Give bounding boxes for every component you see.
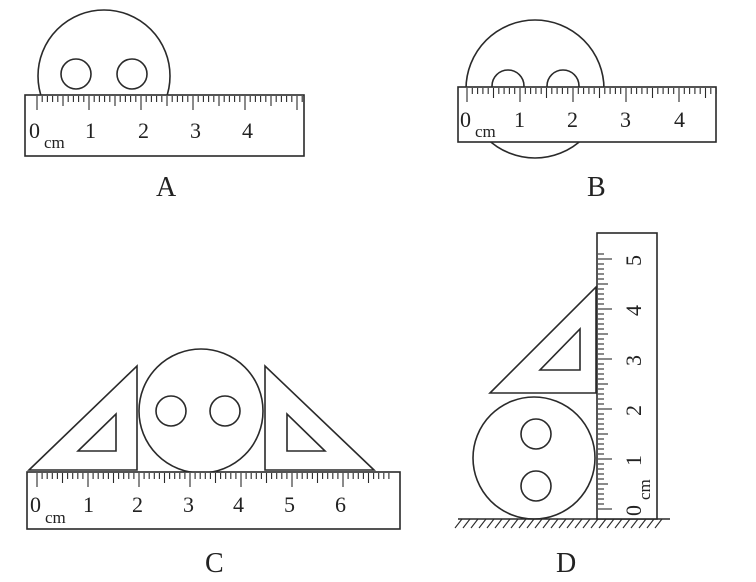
panel-a: 0 1 2 3 4 cm A bbox=[24, 9, 305, 203]
panel-a-num-3: 3 bbox=[190, 118, 201, 143]
panel-d-coin-hole-top bbox=[520, 418, 552, 450]
panel-a-num-1: 1 bbox=[85, 118, 96, 143]
panel-d-num-3: 3 bbox=[621, 355, 646, 366]
panel-a-num-2: 2 bbox=[138, 118, 149, 143]
hatch-line bbox=[526, 518, 535, 529]
panel-d-coin bbox=[472, 396, 596, 520]
panel-a-num-4: 4 bbox=[242, 118, 253, 143]
panel-a-coin-hole-left bbox=[60, 58, 92, 90]
panel-c-ruler-ticks bbox=[36, 473, 390, 487]
panel-c-label: C bbox=[205, 548, 224, 579]
panel-a-ruler-ticks bbox=[36, 96, 303, 110]
panel-b-num-2: 2 bbox=[567, 107, 578, 132]
panel-d-label: D bbox=[556, 548, 576, 579]
panel-b-unit: cm bbox=[475, 122, 496, 141]
panel-c-num-0: 0 bbox=[30, 492, 41, 517]
panel-d: 0 1 2 3 4 5 cm D bbox=[454, 232, 670, 579]
panel-c-coin bbox=[138, 348, 264, 474]
hatch-line bbox=[478, 518, 487, 529]
panel-c-num-4: 4 bbox=[233, 492, 244, 517]
panel-d-ground-hatching bbox=[454, 518, 663, 529]
panel-d-ruler-ticks bbox=[598, 253, 612, 510]
hatch-line bbox=[486, 518, 495, 529]
panel-d-num-1: 1 bbox=[621, 455, 646, 466]
hatch-line bbox=[470, 518, 479, 529]
hatch-line bbox=[614, 518, 623, 529]
panel-d-num-5: 5 bbox=[621, 255, 646, 266]
panel-c-num-3: 3 bbox=[183, 492, 194, 517]
hatch-line bbox=[454, 518, 463, 529]
hatch-line bbox=[502, 518, 511, 529]
panel-b-num-0: 0 bbox=[460, 107, 471, 132]
panel-d-numbers: 0 1 2 3 4 5 bbox=[621, 255, 646, 516]
hatch-line bbox=[590, 518, 599, 529]
panel-c-unit: cm bbox=[45, 508, 66, 527]
panel-b-ruler bbox=[457, 86, 717, 143]
hatch-line bbox=[582, 518, 591, 529]
hatch-line bbox=[566, 518, 575, 529]
panel-c-triangle-left bbox=[27, 364, 138, 471]
panel-a-unit: cm bbox=[44, 133, 65, 152]
panel-d-ruler bbox=[596, 232, 658, 520]
hatch-line bbox=[646, 518, 655, 529]
hatch-line bbox=[494, 518, 503, 529]
panel-b-num-3: 3 bbox=[620, 107, 631, 132]
hatch-line bbox=[630, 518, 639, 529]
panel-b-num-4: 4 bbox=[674, 107, 685, 132]
panel-c-ruler bbox=[26, 471, 401, 530]
panel-c-num-6: 6 bbox=[335, 492, 346, 517]
panel-d-unit: cm bbox=[635, 479, 654, 500]
panel-c-num-2: 2 bbox=[132, 492, 143, 517]
panel-c-triangle-left-cutout bbox=[76, 412, 117, 452]
hatch-line bbox=[598, 518, 607, 529]
panel-c-num-1: 1 bbox=[83, 492, 94, 517]
hatch-line bbox=[606, 518, 615, 529]
hatch-line bbox=[558, 518, 567, 529]
hatch-line bbox=[542, 518, 551, 529]
hatch-line bbox=[638, 518, 647, 529]
panel-c-triangle-right-cutout bbox=[286, 412, 327, 452]
hatch-line bbox=[510, 518, 519, 529]
panel-a-coin-hole-right bbox=[116, 58, 148, 90]
panel-d-triangle bbox=[488, 285, 597, 394]
panel-d-coin-hole-bottom bbox=[520, 470, 552, 502]
hatch-line bbox=[574, 518, 583, 529]
panel-b: 0 1 2 3 4 cm B bbox=[457, 19, 717, 203]
hatch-line bbox=[462, 518, 471, 529]
panel-d-num-0: 0 bbox=[621, 505, 646, 516]
panel-b-label: B bbox=[587, 172, 606, 203]
panel-d-num-4: 4 bbox=[621, 305, 646, 316]
hatch-line bbox=[550, 518, 559, 529]
panel-b-num-1: 1 bbox=[514, 107, 525, 132]
panel-c-triangle-right bbox=[264, 364, 376, 471]
panel-a-label: A bbox=[156, 172, 177, 203]
panel-d-num-2: 2 bbox=[621, 405, 646, 416]
panel-c-num-5: 5 bbox=[284, 492, 295, 517]
panel-a-ruler bbox=[24, 94, 305, 157]
panel-c-coin-hole-right bbox=[209, 395, 241, 427]
panel-d-triangle-cutout bbox=[538, 327, 581, 371]
hatch-line bbox=[654, 518, 663, 529]
panel-c-coin-hole-left bbox=[155, 395, 187, 427]
panel-b-ruler-ticks bbox=[466, 88, 717, 102]
panel-c: 0 1 2 3 4 5 6 cm C bbox=[26, 348, 401, 579]
hatch-line bbox=[518, 518, 527, 529]
hatch-line bbox=[534, 518, 543, 529]
panel-a-num-0: 0 bbox=[29, 118, 40, 143]
hatch-line bbox=[622, 518, 631, 529]
